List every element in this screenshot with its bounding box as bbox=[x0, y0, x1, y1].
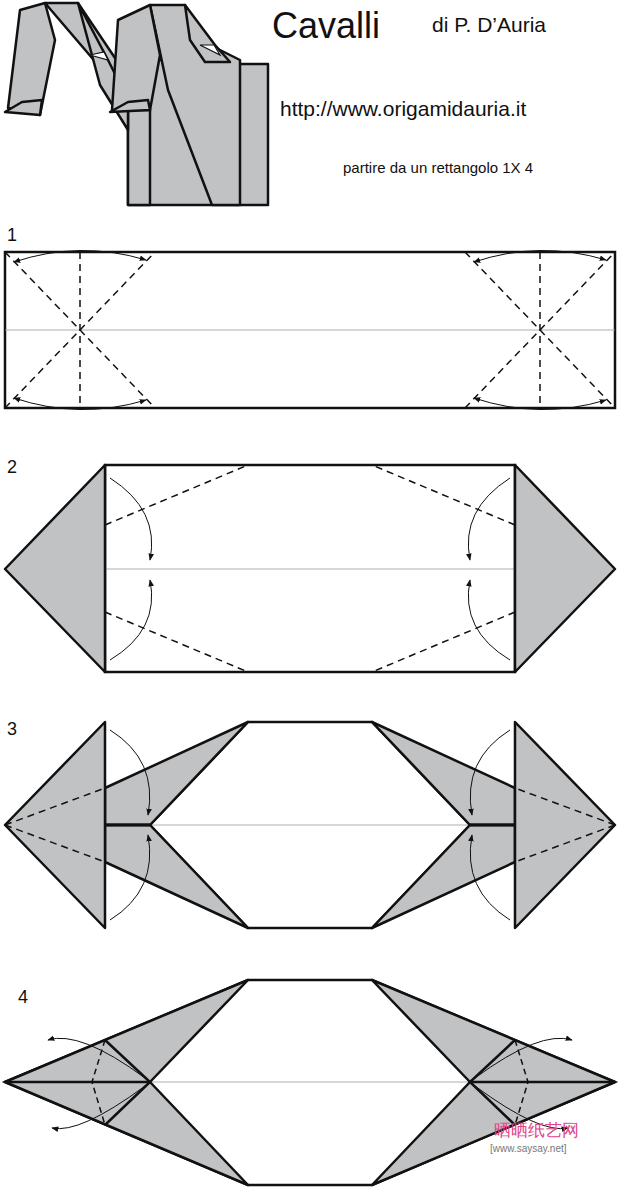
step-number: 4 bbox=[18, 988, 28, 1006]
start-note: partire da un rettangolo 1X 4 bbox=[343, 160, 533, 175]
title: Cavalli bbox=[272, 8, 380, 44]
step-number: 1 bbox=[7, 226, 17, 244]
website-url: http://www.origamidauria.it bbox=[280, 98, 526, 119]
watermark: [www.saysay.net] bbox=[490, 1144, 567, 1154]
step-number: 2 bbox=[7, 458, 17, 476]
watermark: 晒晒纸艺网 bbox=[494, 1122, 579, 1139]
author: di P. D’Auria bbox=[432, 14, 546, 35]
step-number: 3 bbox=[7, 720, 17, 738]
